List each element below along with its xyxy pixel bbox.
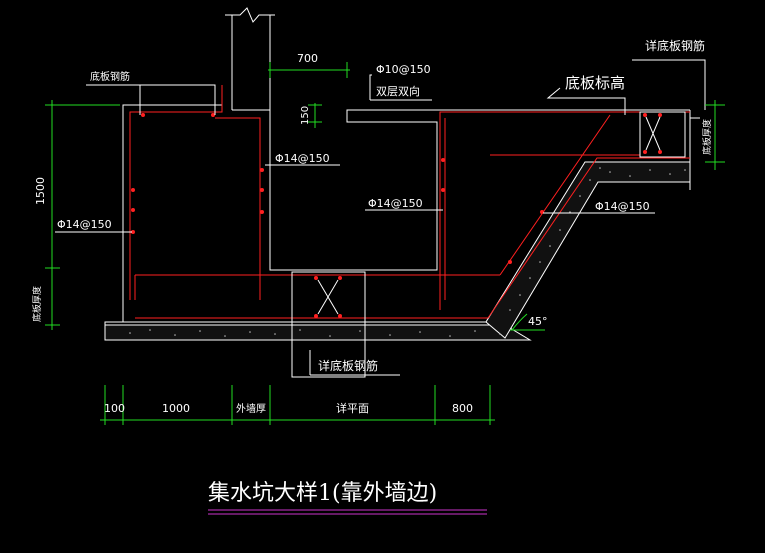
label-rebar-d14-inner: Φ14@150 xyxy=(275,152,330,165)
dim-step-height: 150 xyxy=(300,106,311,125)
leader-lines xyxy=(55,59,706,376)
pit-outline xyxy=(122,7,691,322)
dim-1000: 1000 xyxy=(162,402,190,415)
label-rebar-d14-right: Φ14@150 xyxy=(595,200,650,213)
label-double-layer: 双层双向 xyxy=(376,84,420,98)
dimension-text: 700 150 1500 100 1000 外墙厚 详平面 800 xyxy=(34,52,473,415)
rebar-cross-marks xyxy=(291,111,686,378)
concrete-slab xyxy=(104,161,691,341)
dim-outer-wall: 外墙厚 xyxy=(236,402,266,415)
rebar-lines xyxy=(129,85,690,319)
label-floor-rebar-top-left: 底板钢筋 xyxy=(90,70,130,83)
label-angle: 45° xyxy=(528,315,548,328)
label-detail-floor-rebar-bottom: 详底板钢筋 xyxy=(318,358,378,373)
hatch-dots xyxy=(129,167,686,337)
dim-see-plan: 详平面 xyxy=(336,401,369,415)
drawing-title: 集水坑大样1(靠外墙边) xyxy=(208,481,437,506)
dim-100: 100 xyxy=(104,402,125,415)
label-detail-floor-rebar-top: 详底板钢筋 xyxy=(645,38,705,53)
dim-800: 800 xyxy=(452,402,473,415)
label-rebar-d10: Φ10@150 xyxy=(376,63,431,76)
label-floor-thickness-left: 底板厚度 xyxy=(31,286,43,322)
dimension-lines xyxy=(45,62,725,425)
labels: 底板钢筋 Φ10@150 双层双向 底板标高 详底板钢筋 底板厚度 Φ14@15… xyxy=(31,38,713,373)
label-rebar-d14-slope: Φ14@150 xyxy=(368,197,423,210)
label-rebar-d14-left: Φ14@150 xyxy=(57,218,112,231)
title-block: 集水坑大样1(靠外墙边) xyxy=(208,481,487,515)
label-floor-thickness-right: 底板厚度 xyxy=(701,119,713,155)
rebar-dots xyxy=(131,113,662,318)
label-floor-elevation: 底板标高 xyxy=(565,74,625,92)
dim-top-width: 700 xyxy=(297,52,318,65)
dim-depth: 1500 xyxy=(34,177,47,205)
